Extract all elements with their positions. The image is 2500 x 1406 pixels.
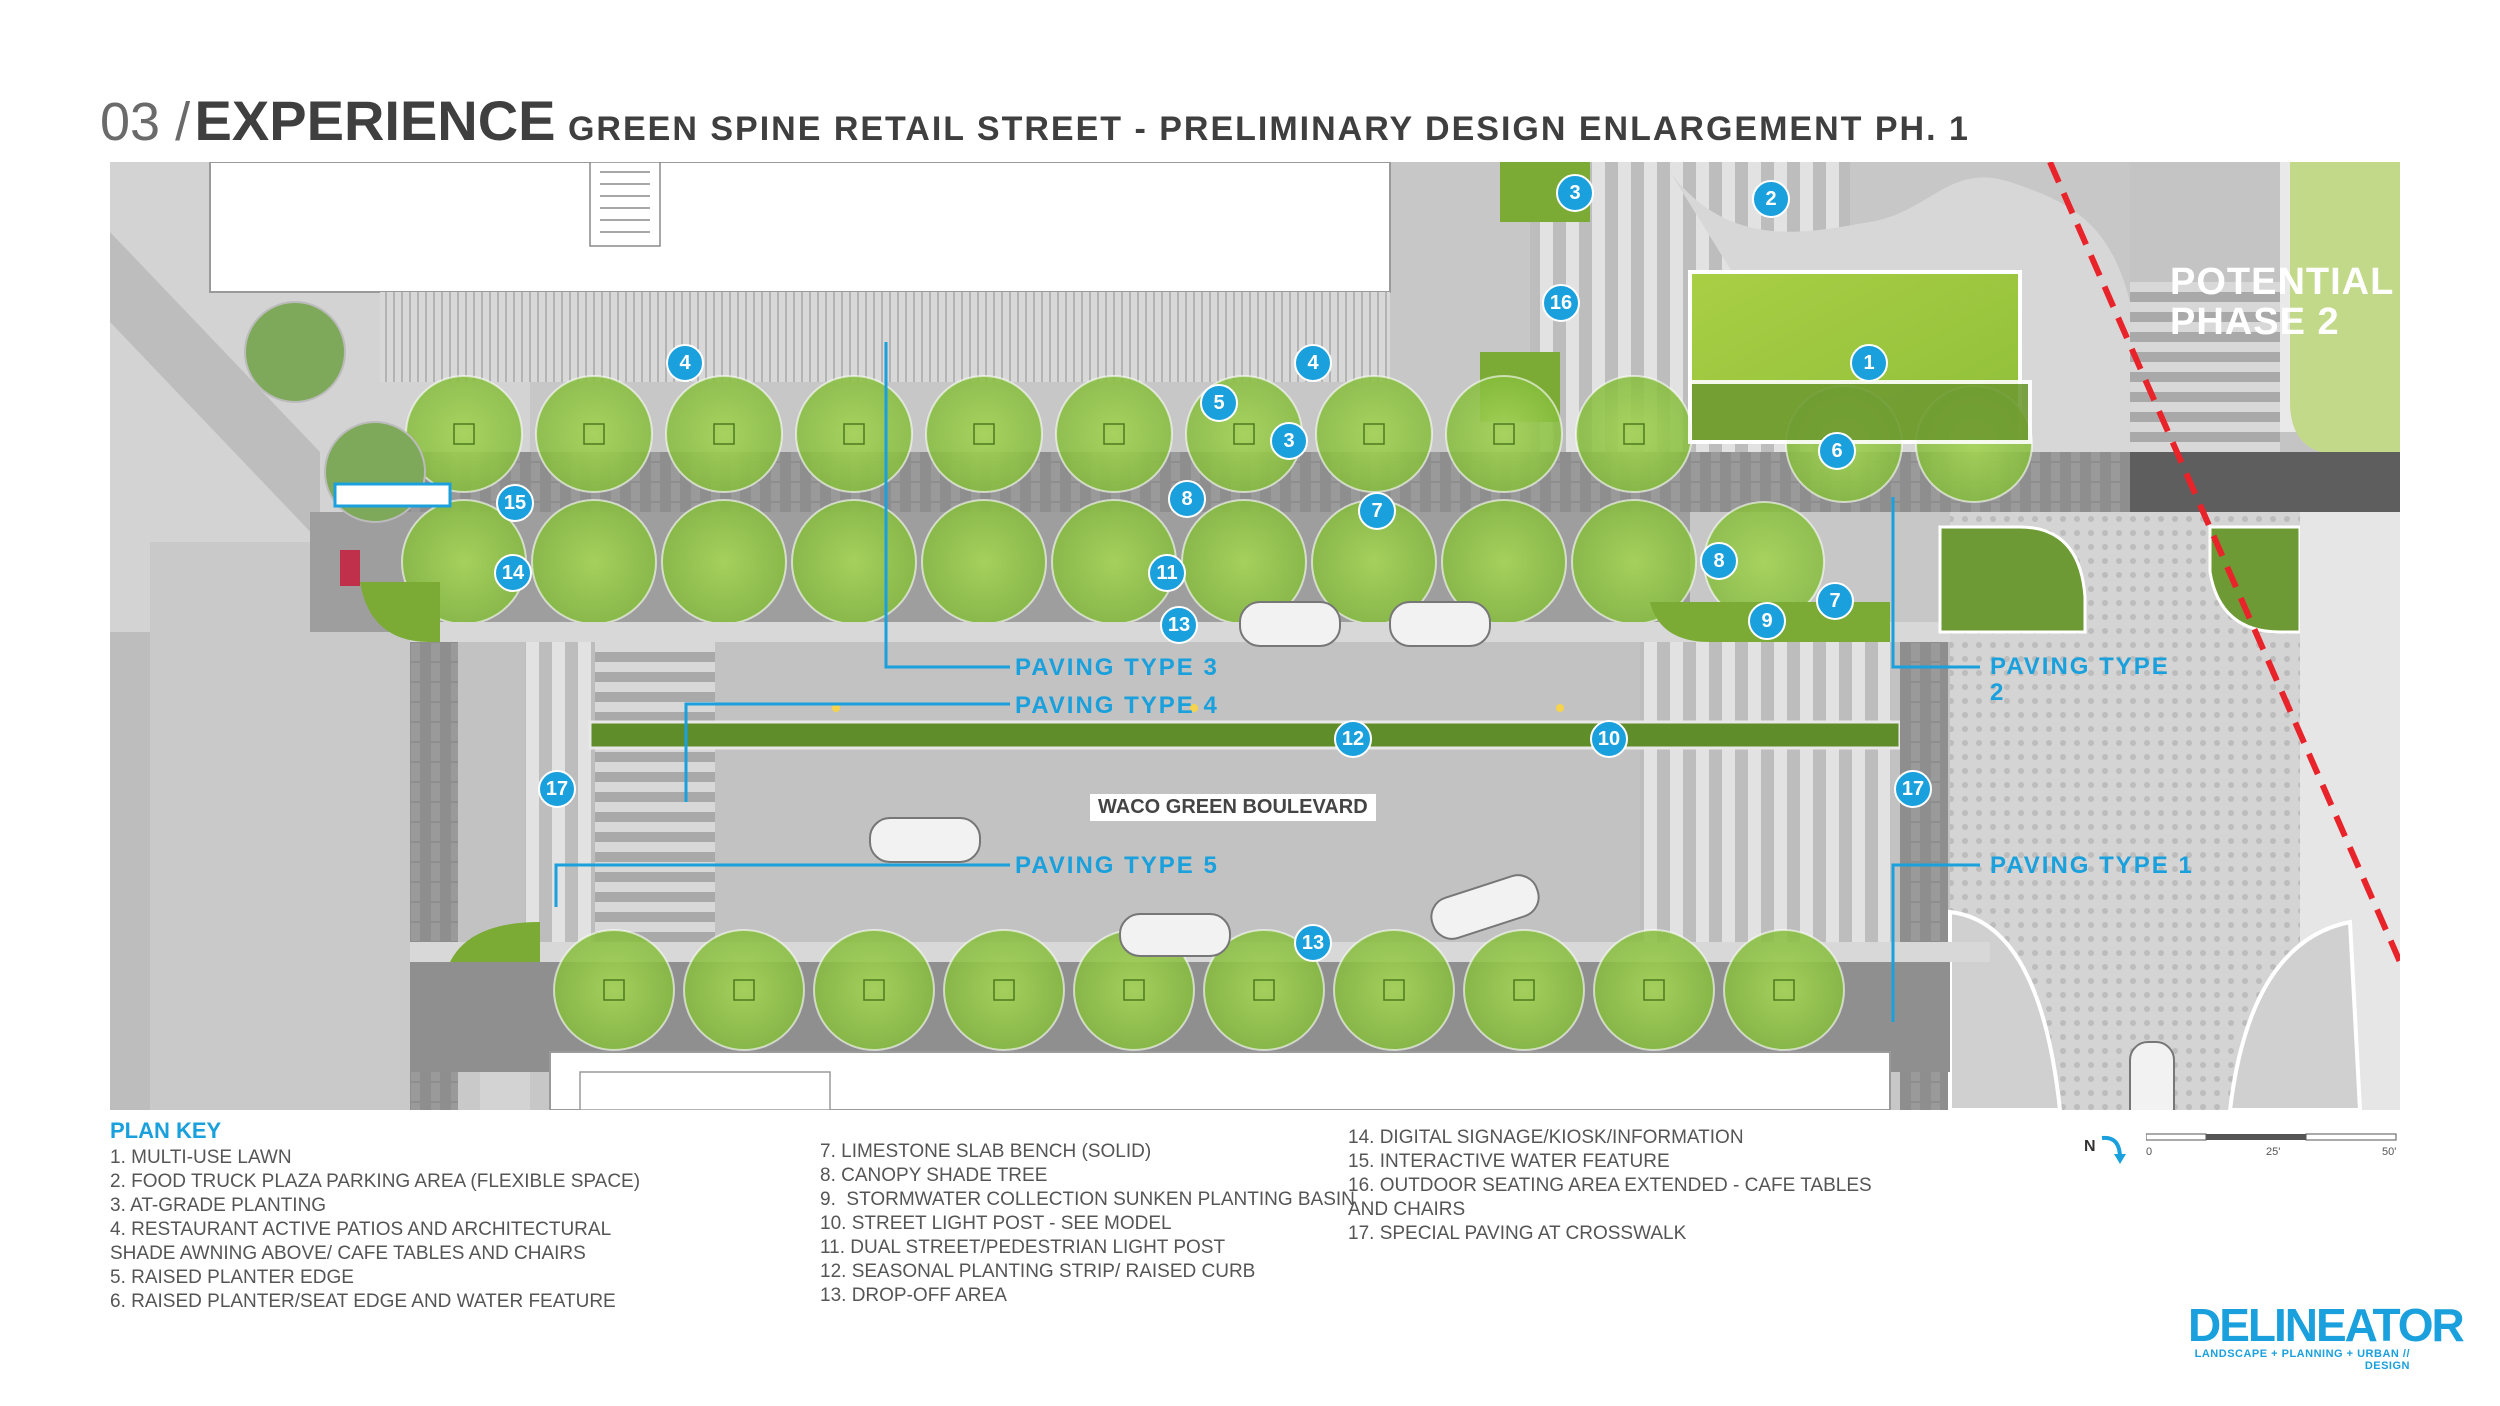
marker-6: 6 [1818,432,1856,470]
key-item: 1. MULTI-USE LAWN [110,1147,292,1168]
marker-12: 12 [1334,720,1372,758]
key-item: 11. DUAL STREET/PEDESTRIAN LIGHT POST [820,1237,1226,1258]
page-subtitle: GREEN SPINE RETAIL STREET - PRELIMINARY … [567,110,1970,148]
key-item: 7. LIMESTONE SLAB BENCH (SOLID) [820,1141,1152,1162]
paving-type-5-label: PAVING TYPE 5 [1015,852,1219,879]
paving-type-2-line2: 2 [1990,679,2006,706]
key-item: 2. FOOD TRUCK PLAZA PARKING AREA (FLEXIB… [110,1171,641,1192]
page-title: EXPERIENCE [194,89,556,152]
boulevard-label: WACO GREEN BOULEVARD [1090,794,1376,821]
marker-8-right: 8 [1700,542,1738,580]
plan-key-title: PLAN KEY [110,1118,222,1143]
marker-10: 10 [1590,720,1628,758]
key-item: 8. CANOPY SHADE TREE [820,1165,1048,1186]
key-item: SHADE AWNING ABOVE/ CAFE TABLES AND CHAI… [110,1243,586,1264]
marker-17-east: 17 [1894,770,1932,808]
scale-tick-0: 0 [2146,1146,2153,1158]
plan-key-column-1: 1. MULTI-USE LAWN 2. FOOD TRUCK PLAZA PA… [110,1146,640,1314]
marker-5: 5 [1200,384,1238,422]
key-item: 4. RESTAURANT ACTIVE PATIOS AND ARCHITEC… [110,1219,612,1240]
key-item: 14. DIGITAL SIGNAGE/KIOSK/INFORMATION [1348,1127,1744,1148]
marker-15: 15 [496,484,534,522]
plan-key-column-3: 14. DIGITAL SIGNAGE/KIOSK/INFORMATION 15… [1348,1126,1872,1246]
marker-16: 16 [1542,284,1580,322]
paving-type-1-label: PAVING TYPE 1 [1990,852,2194,879]
logo-name: DELINEATOR [2188,1299,2465,1351]
key-item: 6. RAISED PLANTER/SEAT EDGE AND WATER FE… [110,1291,616,1312]
section-number: 03 / [100,92,191,152]
scale-bar: 0 25' 50' [2145,1132,2406,1172]
site-plan: POTENTIAL PHASE 2 WACO GREEN BOULEVARD P… [110,162,2400,1110]
marker-13-south: 13 [1294,924,1332,962]
key-item: 9. STORMWATER COLLECTION SUNKEN PLANTING… [820,1189,1355,1210]
marker-4-left: 4 [666,344,704,382]
marker-8-mid: 8 [1168,480,1206,518]
marker-14: 14 [494,554,532,592]
key-item: 17. SPECIAL PAVING AT CROSSWALK [1348,1223,1687,1244]
paving-type-3-label: PAVING TYPE 3 [1015,654,1219,681]
paving-type-2-label: PAVING TYPE 2 [1990,654,2170,706]
marker-11: 11 [1148,554,1186,592]
marker-17-west: 17 [538,770,576,808]
marker-3-top: 3 [1556,174,1594,212]
key-item: AND CHAIRS [1348,1199,1466,1220]
site-plan-drawing [110,162,2400,1110]
delineator-logo: DELINEATOR LANDSCAPE + PLANNING + URBAN … [2188,1299,2465,1372]
scale-bar-graphic [2145,1133,2397,1141]
key-item: 15. INTERACTIVE WATER FEATURE [1348,1151,1670,1172]
scale-tick-25: 25' [2266,1146,2281,1158]
marker-7-mid: 7 [1358,492,1396,530]
scale-tick-50: 50' [2382,1146,2397,1158]
key-item: 13. DROP-OFF AREA [820,1285,1007,1306]
phase2-label-line1: POTENTIAL [2170,261,2395,303]
key-item: 12. SEASONAL PLANTING STRIP/ RAISED CURB [820,1261,1256,1282]
paving-type-2-line1: PAVING TYPE [1990,653,2170,680]
marker-7-right: 7 [1816,582,1854,620]
marker-3-mid: 3 [1270,422,1308,460]
phase2-label: POTENTIAL PHASE 2 [2170,262,2394,342]
north-arrow: N [2076,1124,2136,1174]
marker-13-north: 13 [1160,606,1198,644]
marker-9: 9 [1748,602,1786,640]
key-item: 5. RAISED PLANTER EDGE [110,1267,354,1288]
key-item: 3. AT-GRADE PLANTING [110,1195,327,1216]
marker-1: 1 [1850,344,1888,382]
north-label: N [2084,1138,2096,1155]
marker-4-right: 4 [1294,344,1332,382]
key-item: 16. OUTDOOR SEATING AREA EXTENDED - CAFE… [1348,1175,1872,1196]
marker-2: 2 [1752,180,1790,218]
north-arrow-icon [2101,1135,2126,1164]
key-item: 10. STREET LIGHT POST - SEE MODEL [820,1213,1172,1234]
plan-key-column-2: 7. LIMESTONE SLAB BENCH (SOLID) 8. CANOP… [820,1140,1355,1308]
logo-tagline: LANDSCAPE + PLANNING + URBAN // DESIGN [2194,1348,2410,1372]
page-header: 03 / EXPERIENCE GREEN SPINE RETAIL STREE… [100,88,1970,158]
phase2-label-line2: PHASE 2 [2170,301,2340,343]
paving-type-4-label: PAVING TYPE 4 [1015,692,1219,719]
